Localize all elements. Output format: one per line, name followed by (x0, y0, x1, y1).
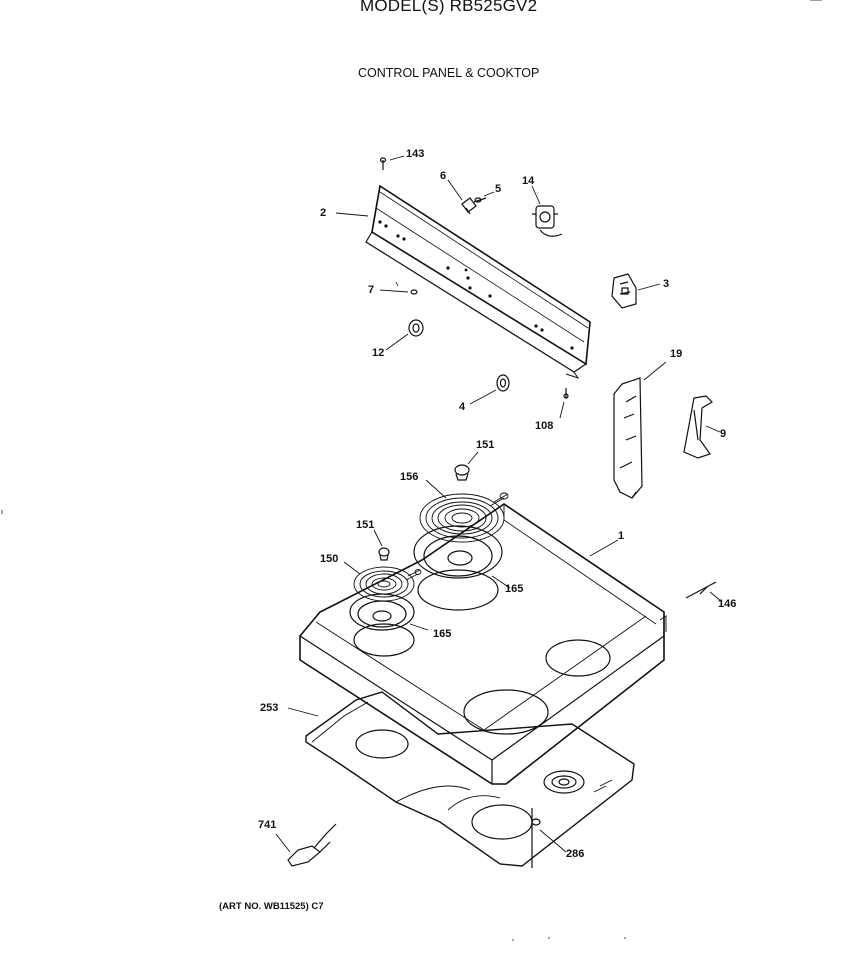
callout-741: 741 (258, 819, 277, 831)
cooktop-main-top (300, 504, 666, 784)
control-panel-backguard (366, 186, 590, 378)
callout-2: 2 (320, 207, 327, 219)
main-top-burner-box-253 (306, 692, 634, 866)
callout-156: 156 (400, 471, 419, 483)
screw-286 (532, 808, 540, 868)
callout-151-top: 151 (476, 439, 495, 451)
callout-165-left: 165 (433, 628, 452, 640)
art-number: (ART NO. WB11525) C7 (219, 901, 324, 912)
callout-14: 14 (522, 175, 535, 187)
drip-pan-165b (350, 594, 414, 630)
callout-150: 150 (320, 553, 339, 565)
callout-151-left: 151 (356, 519, 375, 531)
control-knob-4 (497, 375, 509, 391)
callout-253: 253 (260, 702, 279, 714)
control-knob-12 (409, 320, 423, 336)
bracket-6 (462, 198, 476, 214)
callout-4: 4 (459, 401, 466, 413)
surface-element-150 (354, 567, 421, 601)
callout-143: 143 (406, 148, 425, 160)
bracket-9 (684, 396, 712, 458)
terminal-receptacle-151b (379, 548, 389, 560)
screw-108 (564, 388, 568, 398)
scan-specks (2, 0, 822, 940)
terminal-block-3 (612, 274, 636, 308)
callout-3: 3 (663, 278, 670, 290)
callout-9: 9 (720, 428, 727, 440)
pin-146 (686, 582, 716, 598)
drip-pan-165a (414, 526, 502, 578)
terminal-receptacle-151a (455, 465, 469, 480)
side-bracket-19 (614, 378, 642, 498)
callout-108: 108 (535, 420, 554, 432)
callout-286: 286 (566, 848, 585, 860)
screw-5 (474, 198, 486, 202)
callout-19: 19 (670, 348, 683, 360)
callout-5: 5 (495, 183, 502, 195)
wire-harness-741 (288, 824, 336, 866)
clip-7 (411, 290, 417, 294)
screw-143 (381, 158, 386, 170)
infinite-switch-14 (532, 206, 562, 236)
callout-7: 7 (368, 284, 375, 296)
callout-146: 146 (718, 598, 737, 610)
callout-12: 12 (372, 347, 385, 359)
surface-element-156 (420, 493, 508, 542)
section-title: CONTROL PANEL & COOKTOP (358, 66, 540, 80)
model-title: MODEL(S) RB525GV2 (360, 0, 538, 15)
callout-1: 1 (618, 530, 625, 542)
callout-6: 6 (440, 170, 447, 182)
callout-165-right: 165 (505, 583, 524, 595)
